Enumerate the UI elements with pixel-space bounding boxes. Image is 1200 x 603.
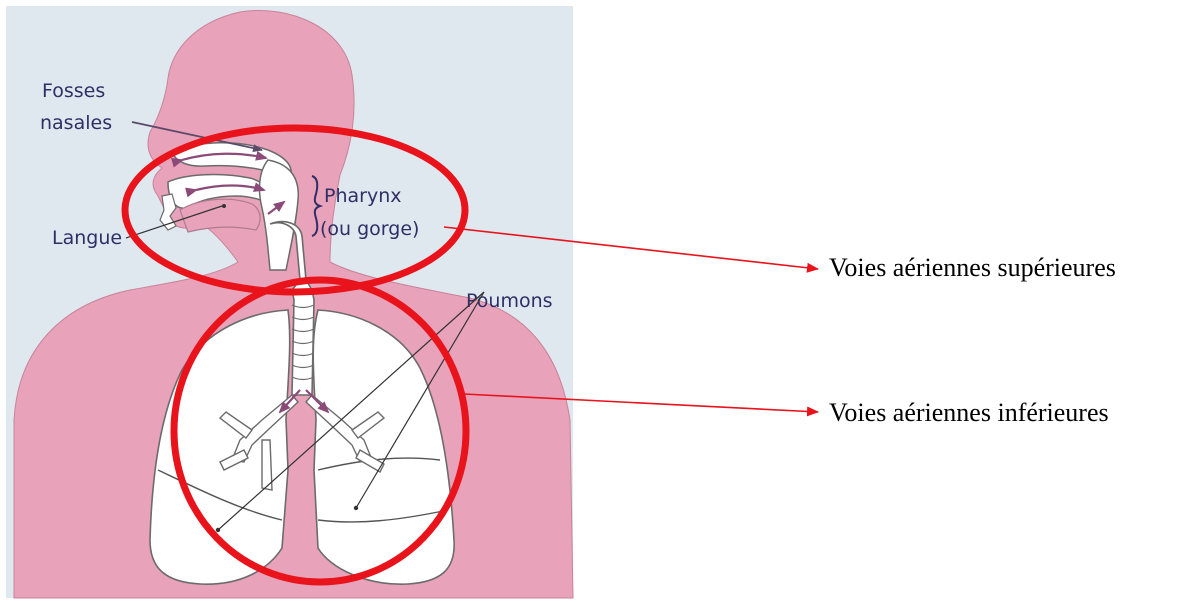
poumons-pointer-right-dot — [354, 506, 358, 510]
label-lower-airways: Voies aériennes inférieures — [829, 398, 1109, 427]
langue-pointer-dot — [222, 204, 226, 208]
label-pharynx-line2: (ou gorge) — [320, 218, 419, 240]
label-pharynx-line1: Pharynx — [324, 185, 401, 207]
poumons-pointer-left-dot — [216, 528, 220, 532]
label-upper-airways: Voies aériennes supérieures — [829, 253, 1116, 282]
label-langue: Langue — [52, 227, 122, 249]
label-fosses-line2: nasales — [40, 112, 112, 134]
label-fosses-line1: Fosses — [42, 80, 105, 102]
